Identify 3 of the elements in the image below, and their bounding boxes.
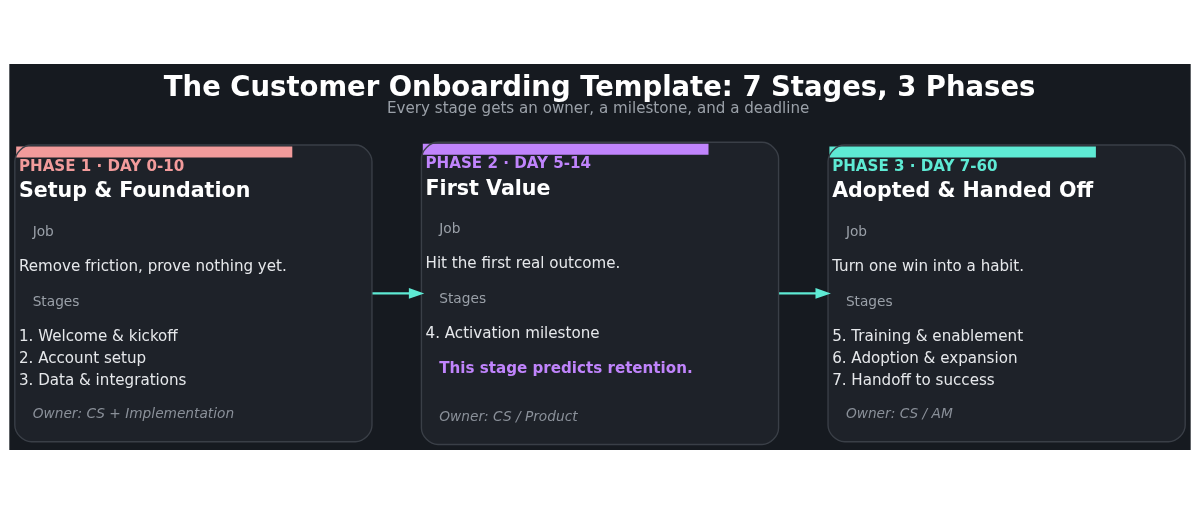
diagram-title: The Customer Onboarding Template: 7 Stages, 3 Phases <box>163 70 1036 102</box>
arrow <box>372 288 425 299</box>
arrow <box>779 288 831 299</box>
